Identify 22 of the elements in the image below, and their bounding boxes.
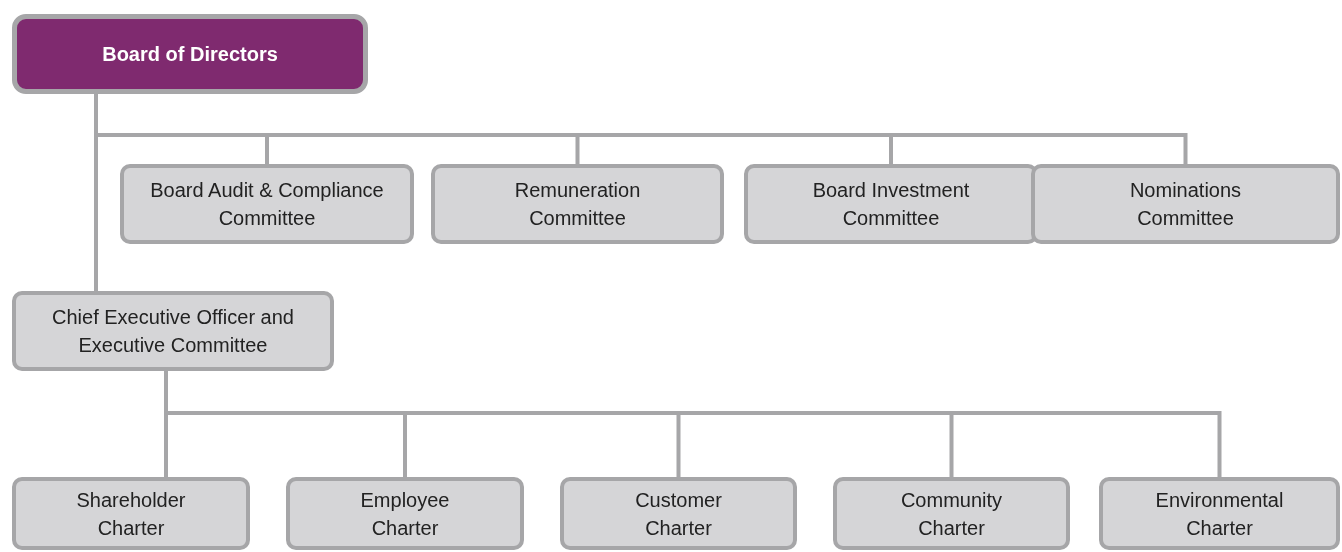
org-box xyxy=(120,164,414,244)
box-label: Chief Executive Officer and Executive Committee xyxy=(51,305,295,358)
org-box xyxy=(12,291,334,371)
box-label: Board Audit & Compliance Committee xyxy=(149,178,385,231)
org-box xyxy=(560,477,797,550)
box-label: Environmental Charter xyxy=(1154,487,1285,541)
board-box xyxy=(12,14,368,94)
box-label: Customer Charter xyxy=(634,487,723,541)
box-label: Board of Directors xyxy=(102,42,278,67)
box-label: Employee Charter xyxy=(359,487,451,541)
connector-line xyxy=(94,94,98,291)
org-box xyxy=(1031,164,1340,244)
org-box xyxy=(12,477,250,550)
box-label: Board Investment Committee xyxy=(811,178,971,231)
box-label: Remuneration Committee xyxy=(513,178,642,231)
org-box xyxy=(833,477,1070,550)
box-label: Nominations Committee xyxy=(1128,178,1243,231)
org-box xyxy=(1099,477,1340,550)
box-label: Shareholder Charter xyxy=(75,487,187,541)
org-box xyxy=(286,477,524,550)
org-box xyxy=(431,164,724,244)
box-label: Community Charter xyxy=(899,487,1004,541)
